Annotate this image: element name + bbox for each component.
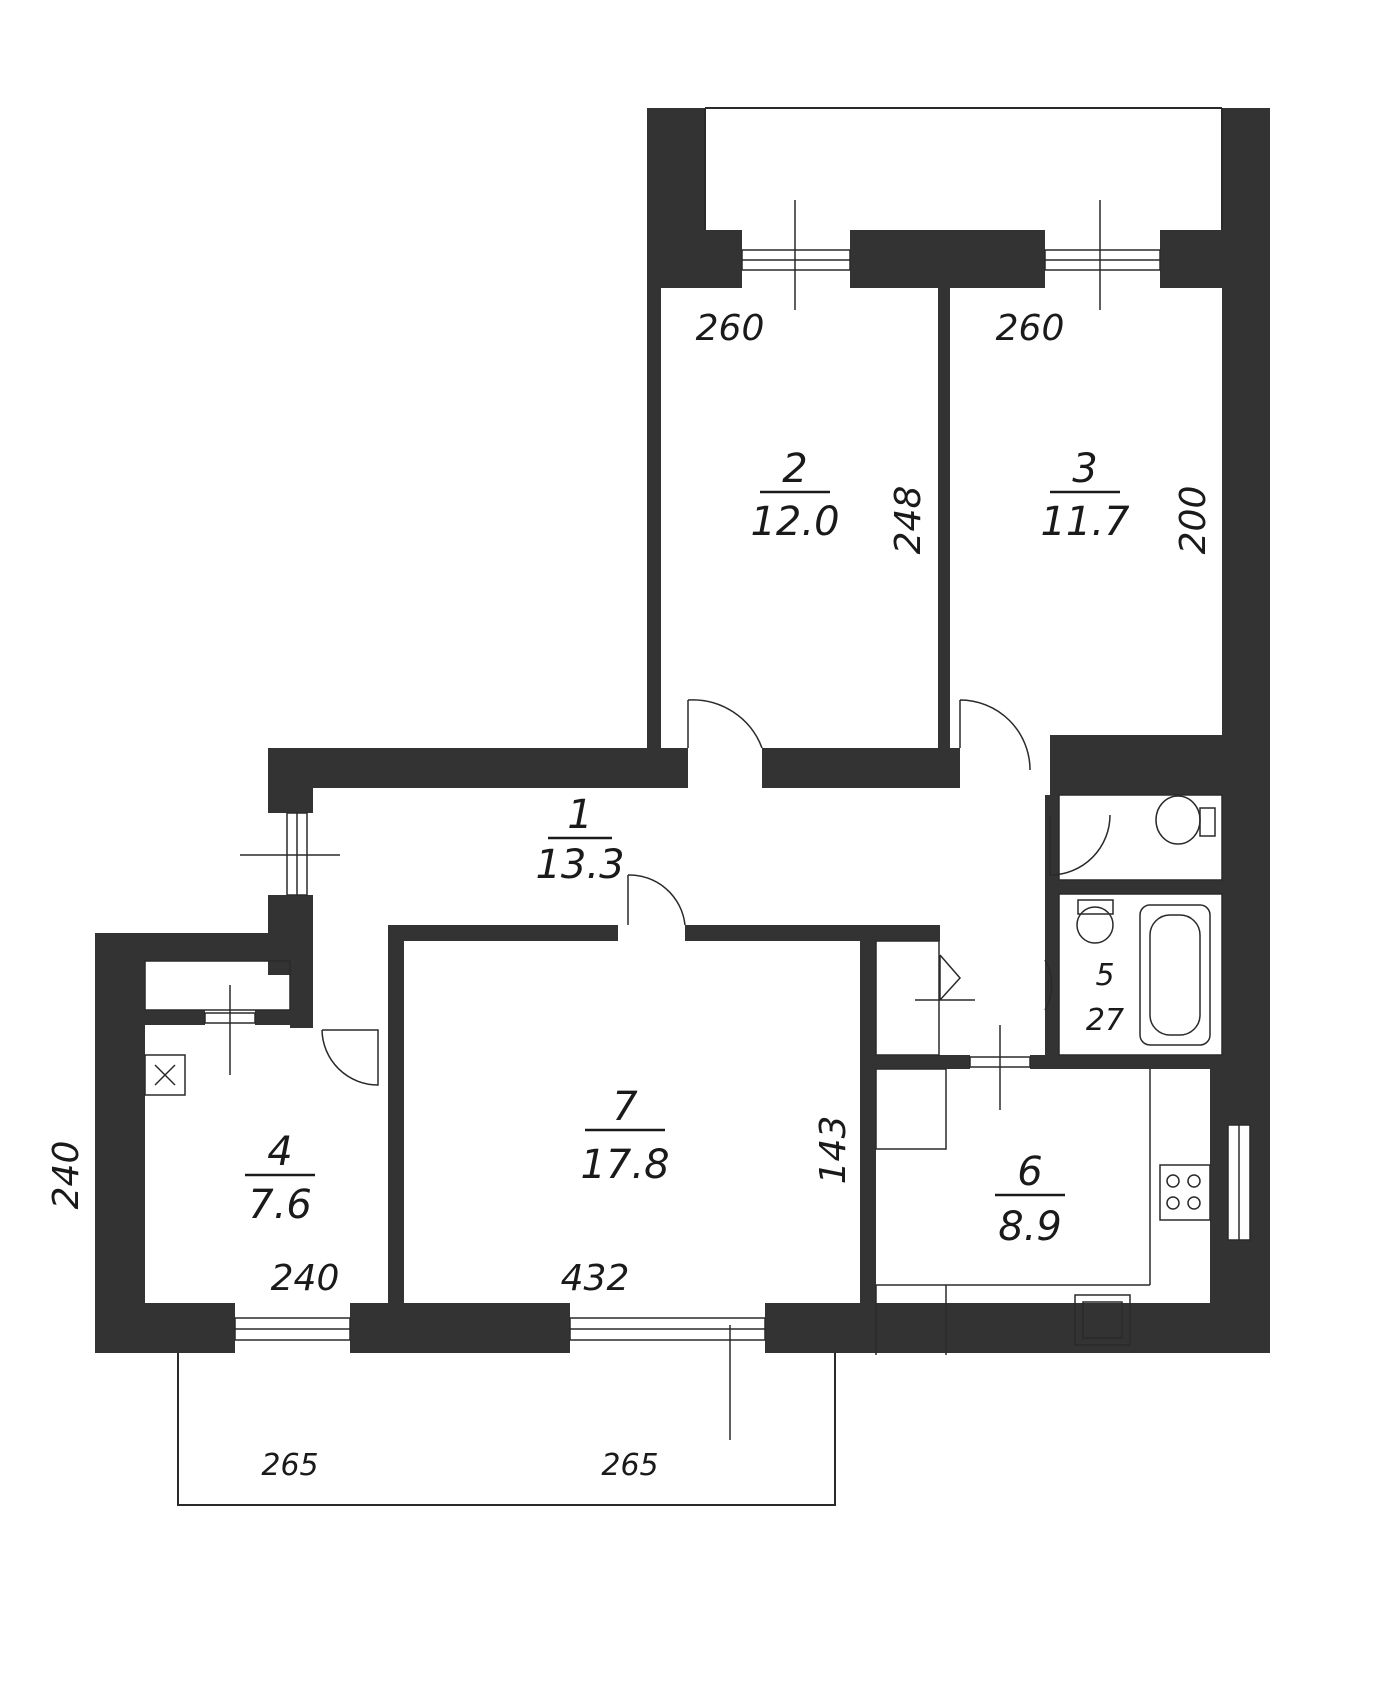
room7-height-label: 143 — [813, 1116, 854, 1185]
room-label-6: 6 8.9 — [995, 1149, 1065, 1250]
walls — [95, 108, 1270, 1353]
room7-width-label: 432 — [561, 1258, 630, 1299]
room-number: 6 — [1017, 1149, 1042, 1195]
room-area: 13.3 — [535, 842, 624, 888]
room2-width-label: 260 — [696, 308, 765, 349]
room-area: 27 — [1086, 1003, 1124, 1038]
room-label-2: 2 12.0 — [750, 446, 839, 545]
room-area: 7.6 — [248, 1182, 312, 1228]
room-label-7: 7 17.8 — [580, 1084, 669, 1188]
room-number: 1 — [567, 792, 592, 838]
balcony-right-label: 265 — [601, 1448, 658, 1483]
balconies — [177, 107, 1223, 1506]
dimension-labels: 260 260 248 200 240 240 432 143 265 265 — [46, 308, 1214, 1483]
room-number: 4 — [267, 1129, 292, 1175]
axis-marks — [229, 200, 1101, 1440]
room-number: 5 — [1095, 958, 1114, 993]
fixtures — [144, 794, 1223, 1355]
room3-height-label: 200 — [1173, 486, 1214, 555]
room-area: 8.9 — [998, 1204, 1062, 1250]
room3-width-label: 260 — [996, 308, 1065, 349]
room-label-5: 5 27 — [1086, 958, 1124, 1038]
room-area: 12.0 — [750, 499, 839, 545]
room-number: 2 — [782, 446, 807, 492]
room-number: 3 — [1072, 446, 1097, 492]
room-label-4: 4 7.6 — [245, 1129, 315, 1228]
room-label-3: 3 11.7 — [1040, 446, 1130, 545]
room-number: 7 — [612, 1084, 638, 1130]
room2-height-label: 248 — [888, 486, 929, 555]
room-area: 17.8 — [580, 1142, 669, 1188]
room-label-1: 1 13.3 — [535, 792, 624, 888]
balcony-left-label: 265 — [261, 1448, 318, 1483]
room4-height-label: 240 — [46, 1141, 87, 1210]
doors — [321, 699, 1111, 1086]
room-area: 11.7 — [1040, 499, 1130, 545]
room4-width-label: 240 — [271, 1258, 340, 1299]
